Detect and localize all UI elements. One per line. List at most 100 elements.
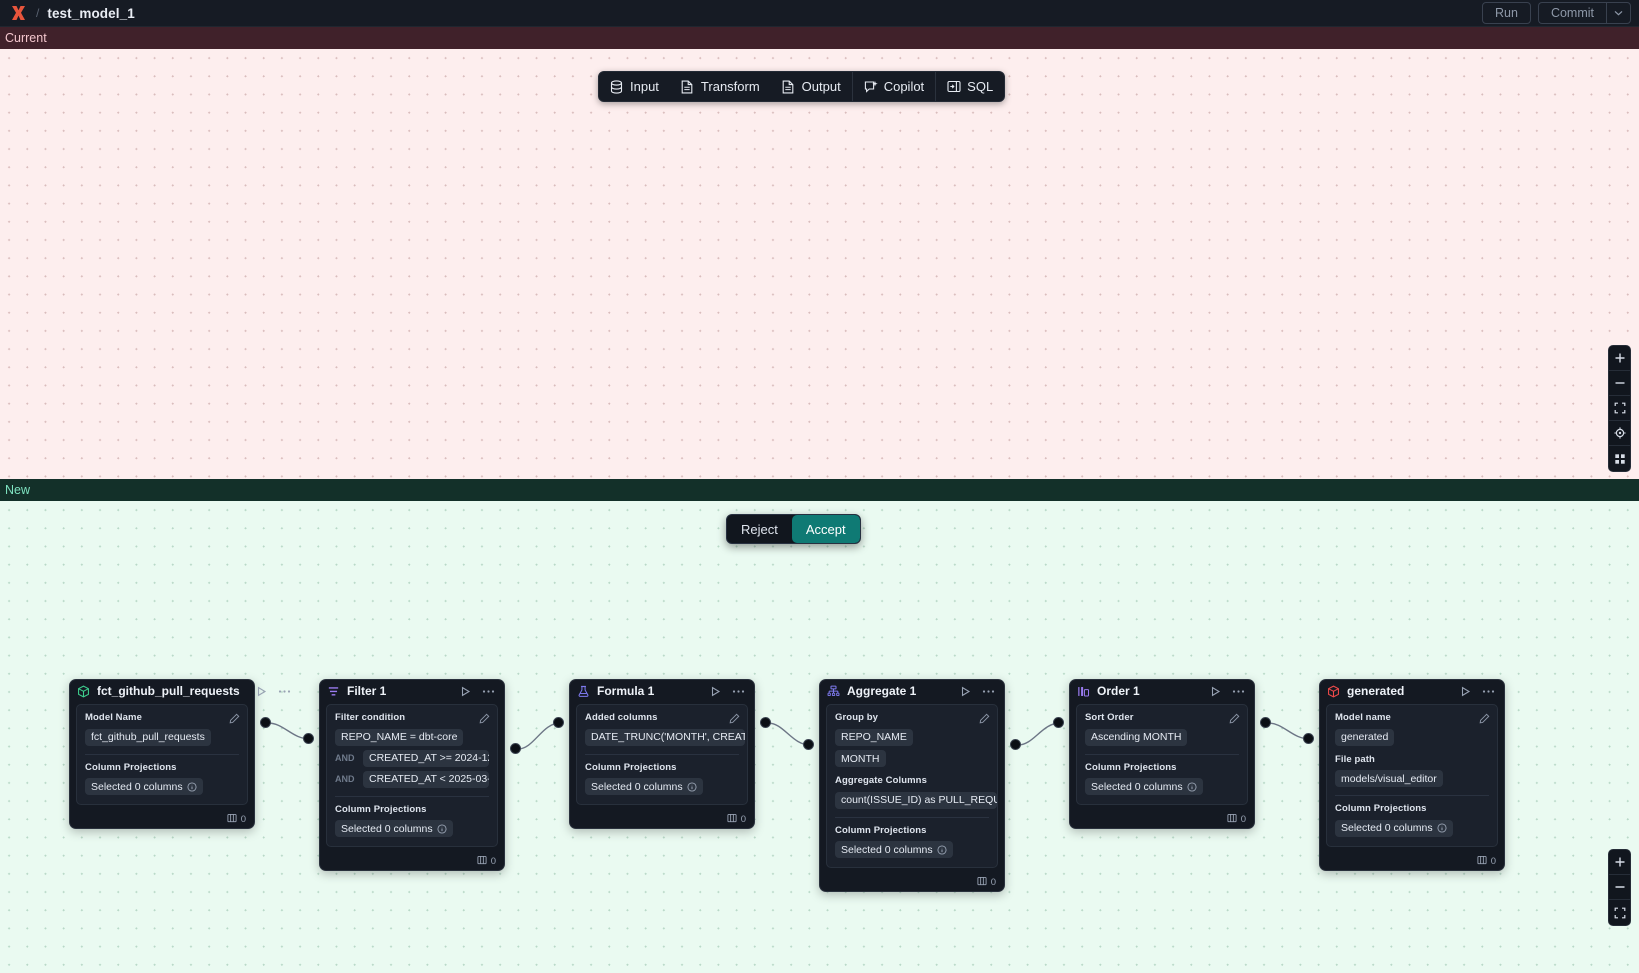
filter-condition-row: AND CREATED_AT < 2025-03-01 [335, 770, 489, 788]
canvas-new[interactable]: fct_github_pull_requests Model Name fct_… [0, 501, 1639, 973]
zoom-in-button[interactable] [1609, 346, 1630, 371]
info-icon[interactable] [437, 823, 447, 834]
play-icon[interactable] [1458, 686, 1473, 697]
added-columns-value[interactable]: DATE_TRUNC('MONTH', CREATED_AT… [585, 728, 745, 746]
play-icon[interactable] [458, 686, 473, 697]
panel-right-icon [947, 80, 961, 94]
info-icon[interactable] [937, 844, 947, 855]
fit-view-button[interactable] [1609, 396, 1630, 421]
ellipsis-icon[interactable] [1480, 686, 1497, 697]
pane-current-label: Current [0, 27, 1639, 49]
ellipsis-icon[interactable] [730, 686, 747, 697]
zoom-out-button[interactable] [1609, 371, 1630, 396]
toolbar-item-output[interactable]: Output [771, 72, 852, 101]
node-formula-1[interactable]: Formula 1 Added columns DATE_TRUNC('MONT… [569, 679, 755, 829]
ellipsis-icon[interactable] [1230, 686, 1247, 697]
play-icon[interactable] [958, 686, 973, 697]
filter-icon-purple [327, 685, 340, 698]
info-icon[interactable] [1437, 823, 1447, 833]
node-filter-1[interactable]: Filter 1 Filter condition REPO_NAME = db… [319, 679, 505, 871]
node-generated[interactable]: generated Model name generated File [1319, 679, 1505, 871]
field-label: Aggregate Columns [835, 775, 927, 786]
toolbar-item-copilot[interactable]: Copilot [851, 72, 935, 101]
port-in-filter[interactable] [303, 733, 314, 744]
port-out-order[interactable] [1260, 717, 1271, 728]
fit-view-icon [1614, 907, 1625, 918]
columns-icon [727, 813, 737, 826]
ellipsis-icon[interactable] [276, 686, 293, 697]
column-count: 0 [740, 814, 746, 825]
group-by-value[interactable]: REPO_NAME [835, 728, 913, 746]
port-in-formula[interactable] [553, 717, 564, 728]
condition-value[interactable]: CREATED_AT >= 2024-12-01 [363, 749, 489, 767]
column-projections-value[interactable]: Selected 0 columns [585, 778, 703, 795]
node-header: Aggregate 1 [820, 680, 1004, 702]
sort-order-value[interactable]: Ascending MONTH [1085, 728, 1188, 746]
play-icon[interactable] [708, 686, 723, 697]
selected-columns-text: Selected 0 columns [91, 780, 183, 793]
play-icon[interactable] [1208, 686, 1223, 697]
node-order-1[interactable]: Order 1 Sort Order Ascending MONTH [1069, 679, 1255, 829]
ellipsis-icon[interactable] [480, 686, 497, 697]
node-fct-github-pull-requests[interactable]: fct_github_pull_requests Model Name fct_… [69, 679, 290, 829]
column-projections-value[interactable]: Selected 0 columns [335, 820, 453, 837]
pencil-icon[interactable] [979, 711, 990, 729]
play-icon[interactable] [254, 686, 269, 697]
recenter-button[interactable] [1609, 421, 1630, 446]
columns-icon [227, 813, 237, 826]
accept-button[interactable]: Accept [791, 515, 860, 543]
commit-split-button: Commit [1537, 2, 1631, 24]
column-projections-value[interactable]: Selected 0 columns [85, 778, 203, 795]
aggregate-columns-value[interactable]: count(ISSUE_ID) as PULL_REQUEST_… [835, 791, 997, 809]
zoom-in-button[interactable] [1609, 850, 1630, 875]
column-projections-value[interactable]: Selected 0 columns [1335, 819, 1453, 837]
commit-dropdown-button[interactable] [1606, 2, 1631, 24]
file-path-value[interactable]: models/visual_editor [1335, 770, 1443, 787]
document-icon [681, 80, 695, 94]
column-projections-value[interactable]: Selected 0 columns [1085, 778, 1203, 795]
node-body: Sort Order Ascending MONTH Column Projec… [1076, 704, 1248, 805]
pencil-icon[interactable] [729, 711, 740, 729]
node-aggregate-1[interactable]: Aggregate 1 Group by REPO_NAME [819, 679, 1005, 892]
port-out-aggregate[interactable] [1010, 739, 1021, 750]
ellipsis-icon[interactable] [980, 686, 997, 697]
commit-button[interactable]: Commit [1537, 2, 1606, 24]
port-in-order[interactable] [1053, 717, 1064, 728]
condition-value[interactable]: CREATED_AT < 2025-03-01 [363, 770, 489, 788]
column-projections-label: Column Projections [835, 824, 927, 836]
minus-icon [1615, 886, 1624, 888]
port-out-source[interactable] [260, 717, 271, 728]
node-footer: 0 [570, 811, 754, 828]
filter-condition-value[interactable]: REPO_NAME = dbt-core [335, 728, 464, 746]
port-out-filter[interactable] [510, 743, 521, 754]
group-by-value[interactable]: MONTH [835, 750, 886, 767]
node-title: Formula 1 [597, 684, 655, 698]
column-projections-value[interactable]: Selected 0 columns [835, 841, 953, 858]
page-title: test_model_1 [47, 5, 135, 21]
run-button[interactable]: Run [1482, 2, 1531, 24]
pencil-icon[interactable] [1229, 711, 1240, 729]
brand-x-icon[interactable] [8, 4, 28, 22]
port-out-formula[interactable] [760, 717, 771, 728]
field-value[interactable]: fct_github_pull_requests [85, 728, 211, 746]
info-icon[interactable] [187, 781, 197, 792]
model-name-value[interactable]: generated [1335, 728, 1395, 746]
port-in-aggregate[interactable] [803, 739, 814, 750]
info-icon[interactable] [1187, 781, 1197, 792]
flask-icon-indigo [577, 685, 590, 698]
column-projections-label: Column Projections [1085, 761, 1177, 773]
toolbar-item-transform[interactable]: Transform [670, 72, 771, 101]
reject-button[interactable]: Reject [727, 515, 792, 543]
node-header: generated [1320, 680, 1504, 702]
toolbar-item-sql[interactable]: SQL [935, 72, 1004, 101]
pencil-icon[interactable] [229, 711, 240, 729]
pencil-icon[interactable] [1479, 711, 1490, 729]
info-icon[interactable] [687, 781, 697, 792]
port-in-generated[interactable] [1303, 733, 1314, 744]
pencil-icon[interactable] [479, 711, 490, 729]
toolbar-item-input[interactable]: Input [599, 72, 670, 101]
toggle-grid-button[interactable] [1609, 446, 1630, 471]
canvas-current[interactable] [0, 49, 1639, 479]
fit-view-button[interactable] [1609, 900, 1630, 925]
zoom-out-button[interactable] [1609, 875, 1630, 900]
